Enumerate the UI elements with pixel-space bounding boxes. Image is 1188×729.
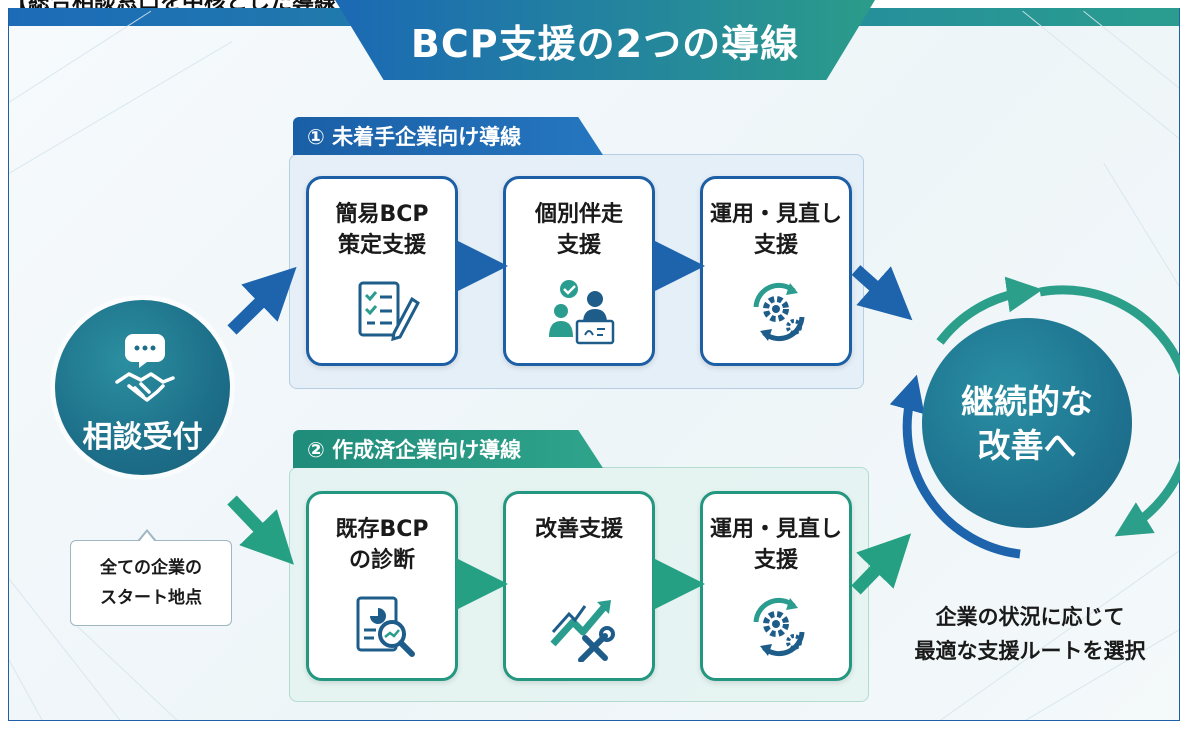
step-label: 個別伴走 支援	[534, 202, 623, 258]
start-circle: 相談受付	[55, 300, 230, 475]
route-selection-note: 企業の状況に応じて 最適な支援ルートを選択	[914, 605, 1146, 663]
title-banner: BCP支援の2つの導線	[335, 0, 875, 80]
goal-circle: 継続的な 改善へ	[922, 318, 1132, 528]
consulting-people-icon	[549, 280, 615, 345]
gear-cycle-icon	[753, 597, 805, 657]
route2-heading: ② 作成済企業向け導線	[293, 430, 603, 468]
growth-tools-icon	[550, 600, 615, 662]
step-label: 改善支援	[534, 517, 623, 542]
step-label: 簡易BCP 策定支援	[335, 202, 429, 258]
route2-step1-card: 既存BCP の診断	[306, 491, 458, 681]
goal-label: 継続的な 改善へ	[961, 382, 1093, 465]
route1-step1-card: 簡易BCP 策定支援	[306, 176, 458, 366]
handshake-chat-icon	[115, 334, 175, 402]
start-label: 相談受付	[82, 420, 203, 455]
step-label: 既存BCP の診断	[335, 517, 429, 573]
step-label: 運用・見直し 支援	[709, 517, 842, 573]
continuous-cycle-ring	[889, 276, 1180, 559]
start-note: 全ての企業の スタート地点	[70, 529, 232, 626]
route2-step3-card: 運用・見直し 支援	[700, 491, 852, 681]
route1-step3-card: 運用・見直し 支援	[700, 176, 852, 366]
step-label: 運用・見直し 支援	[709, 202, 842, 258]
route1-step2-card: 個別伴走 支援	[503, 176, 655, 366]
gear-cycle-icon	[753, 282, 805, 342]
page-title: BCP支援の2つの導線	[410, 21, 800, 66]
route1-heading: ① 未着手企業向け導線	[293, 117, 603, 155]
document-magnifier-icon	[356, 596, 415, 657]
checklist-document-icon	[358, 281, 420, 342]
route2-step2-card: 改善支援	[503, 491, 655, 681]
